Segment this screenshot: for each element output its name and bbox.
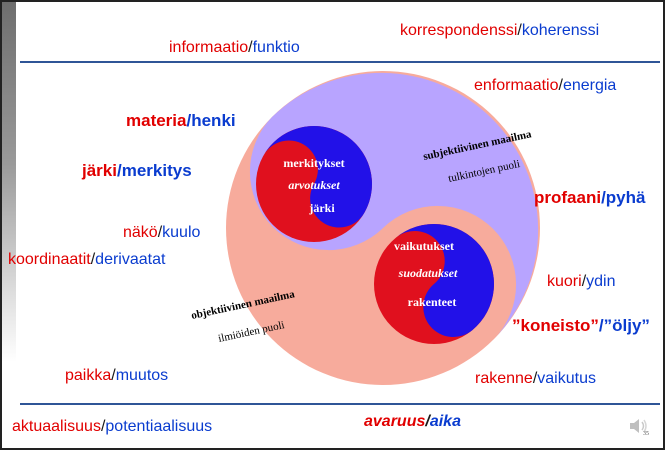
slide-number: 35 — [643, 431, 649, 436]
upper-yin-yang — [256, 126, 372, 242]
pair-koordinaatit: koordinaatit/derivaatat — [8, 251, 166, 268]
pair-informaatio: informaatio/funktio — [169, 39, 300, 56]
pair-aktuaalisuus: aktuaalisuus/potentiaalisuus — [12, 418, 213, 435]
speaker-icon[interactable]: 35 — [628, 416, 650, 436]
lower-yin-yang — [374, 224, 494, 344]
pair-avaruus: avaruus/aika — [364, 413, 461, 430]
upper-yy-top: merkitykset — [283, 156, 344, 170]
upper-yy-bottom: järki — [308, 201, 335, 215]
slide-sidebar-gradient — [2, 2, 16, 362]
pair-rakenne: rakenne/vaikutus — [475, 370, 596, 387]
pair-jarki: järki/merkitys — [82, 161, 192, 180]
pair-koneisto: ”koneisto”/”öljy” — [512, 316, 650, 335]
lower-yy-middle: suodatukset — [398, 266, 458, 280]
pair-enformaatio: enformaatio/energia — [474, 77, 617, 94]
lower-yy-top: vaikutukset — [394, 239, 454, 253]
pair-profaani: profaani/pyhä — [534, 188, 646, 207]
pair-korrespondenssi: korrespondenssi/koherenssi — [400, 22, 600, 39]
top-rule — [20, 61, 660, 63]
pair-kuori: kuori/ydin — [547, 273, 616, 290]
lower-yy-bottom: rakenteet — [408, 295, 457, 309]
pair-materia: materia/henki — [126, 111, 236, 130]
bottom-rule — [20, 403, 660, 405]
upper-yy-middle: arvotukset — [288, 178, 340, 192]
pair-paikka: paikka/muutos — [65, 367, 169, 384]
pair-nako: näkö/kuulo — [123, 224, 201, 241]
